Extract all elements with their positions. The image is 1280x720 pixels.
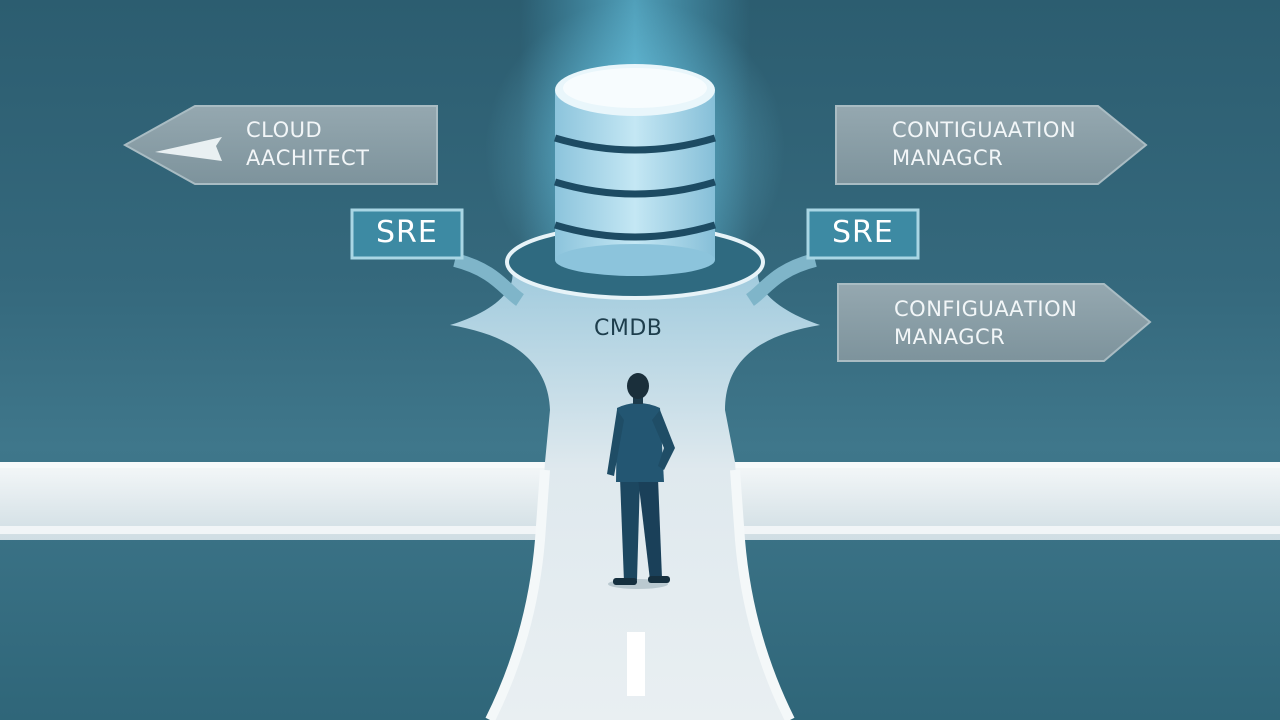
connector-left (453, 253, 525, 306)
cloud-architect-line1: CLOUD (246, 118, 323, 142)
config-manager-top-line2: MANAGCR (892, 146, 1004, 170)
connector-right (745, 253, 817, 306)
sre-box-right (806, 208, 920, 260)
sre-label-left: SRE (376, 215, 438, 250)
sre-box-left (350, 208, 464, 260)
config-manager-top-line1: CONTIGUAАTION (892, 118, 1077, 142)
road-edge-left (485, 469, 550, 720)
sre-label-right: SRE (832, 215, 894, 250)
road-center-dash (627, 632, 645, 696)
road-edge-right (730, 469, 795, 720)
arrow-right-icon (835, 105, 1148, 185)
cmdb-label: CMDB (594, 316, 663, 341)
cloud-architect-line2: AАCНITECT (246, 146, 370, 170)
arrow-right-icon-lower (837, 283, 1152, 362)
config-manager-bottom-line2: MANAGCR (894, 325, 1006, 349)
database-icon (553, 64, 717, 276)
config-manager-bottom-line1: CONFIGUAАTION (894, 297, 1078, 321)
person-figure (607, 373, 675, 589)
arrow-left-icon (122, 105, 438, 185)
